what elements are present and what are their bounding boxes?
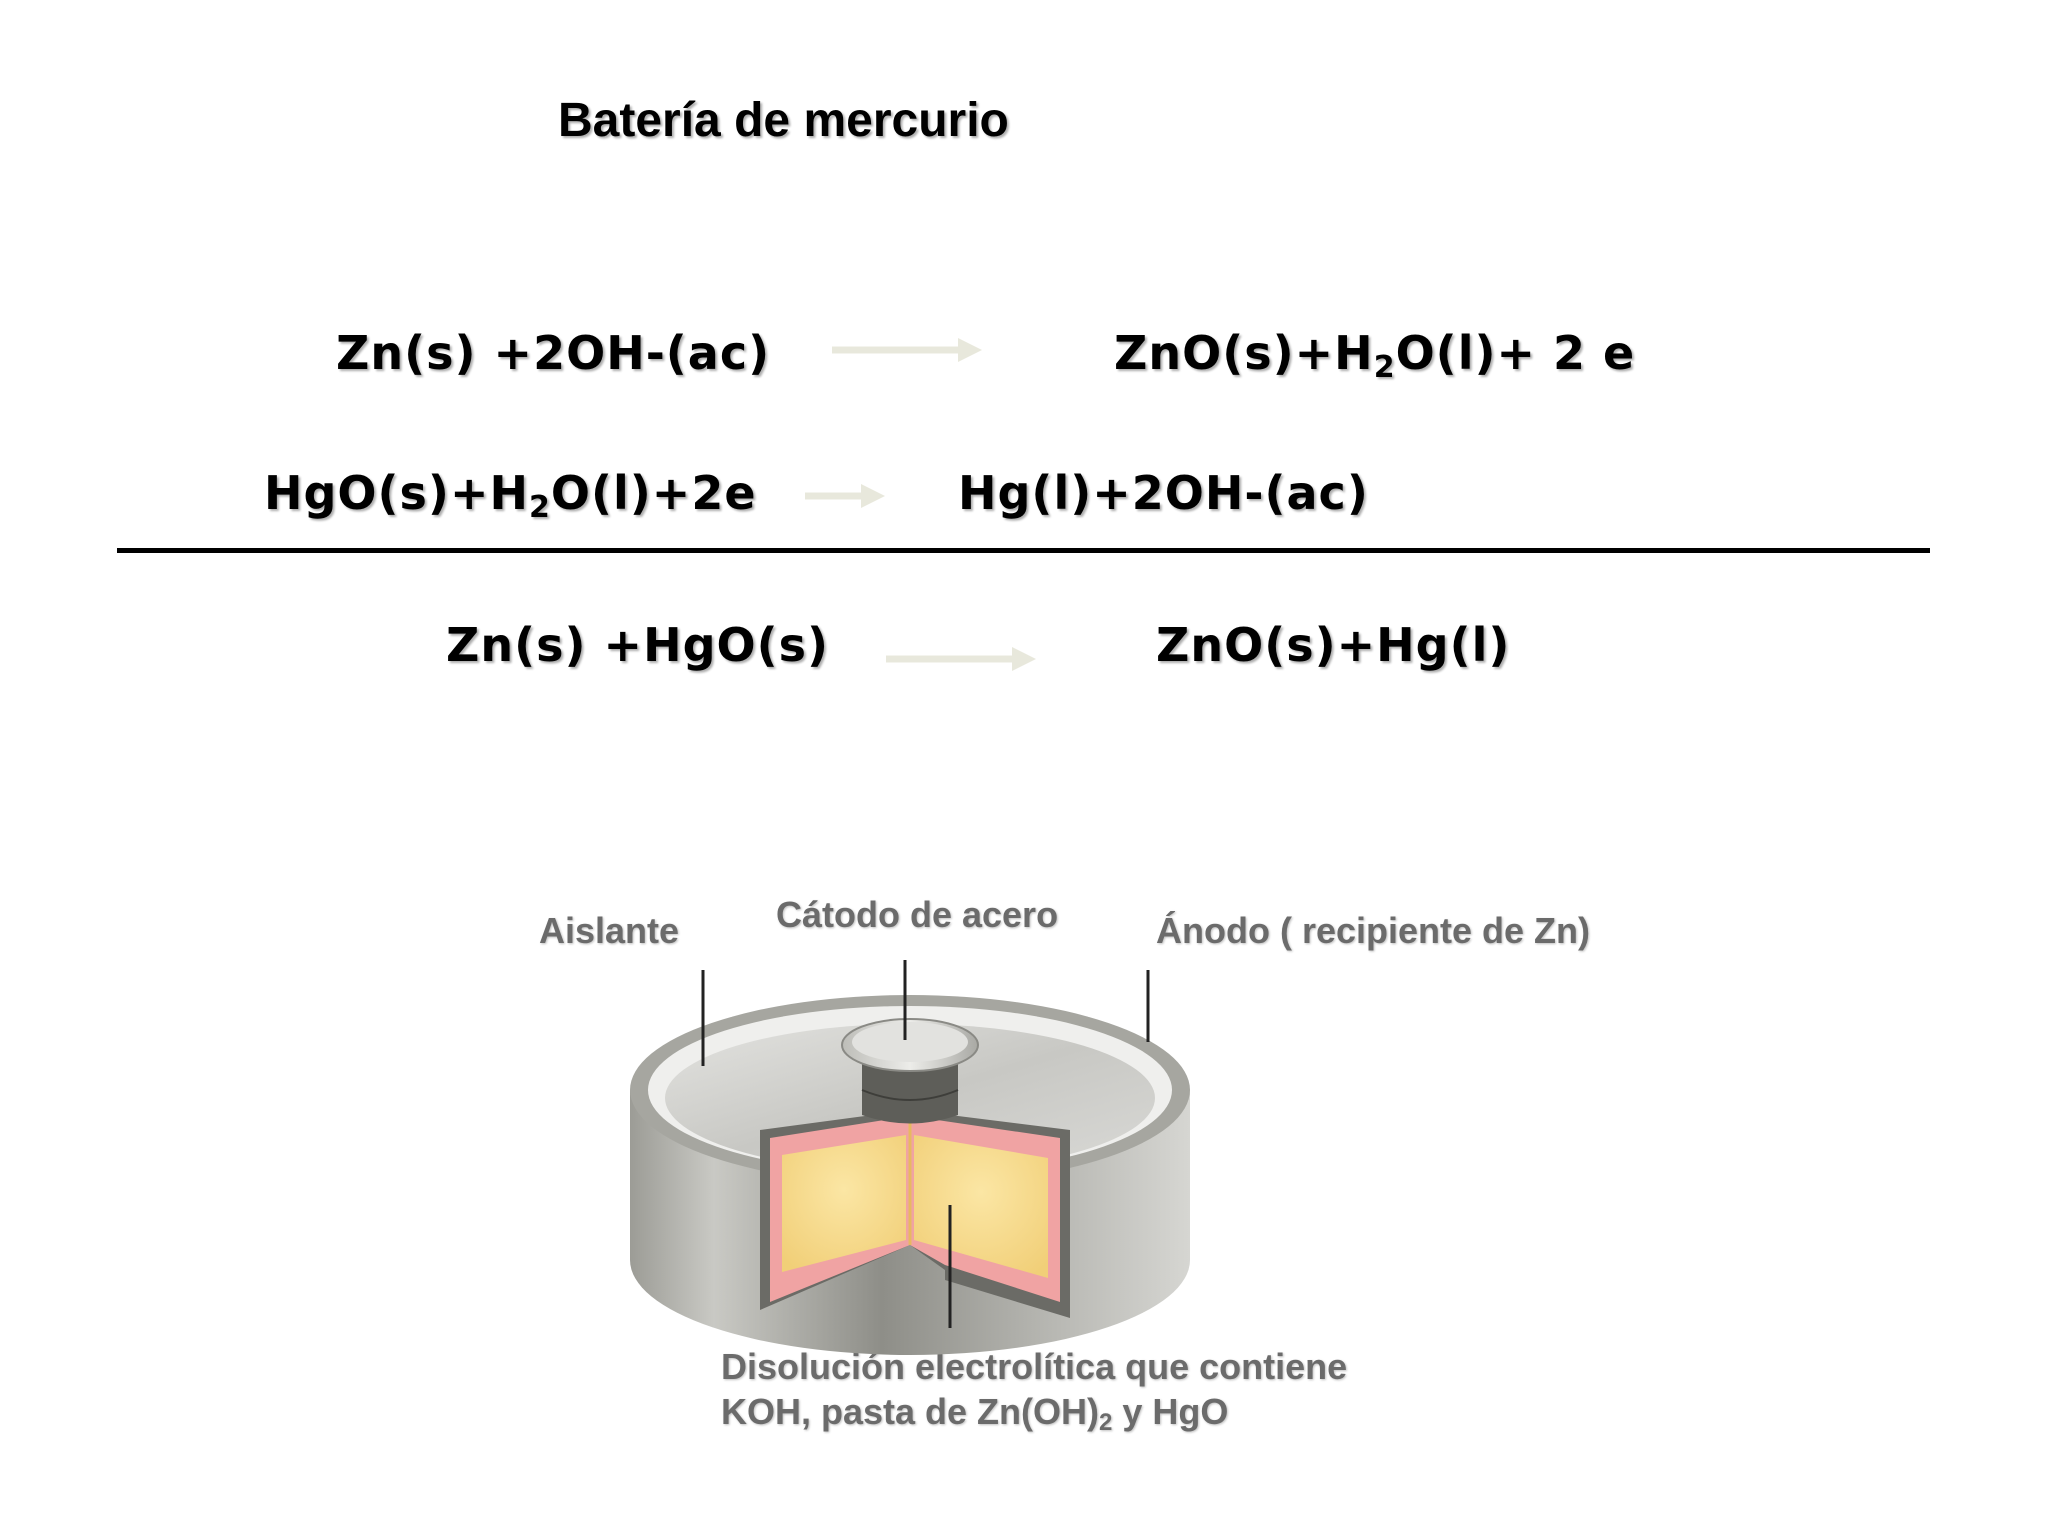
cathode-label: Cátodo de acero <box>776 894 1059 935</box>
paste-left <box>782 1135 906 1272</box>
cathode-reaction-arrow <box>805 484 885 508</box>
cathode-reaction-products: Hg(l)+2OH-(ac) <box>958 466 1369 520</box>
anode-label: Ánodo ( recipiente de Zn) <box>1156 910 1591 951</box>
mercury-battery-cutaway-illustration <box>630 960 1190 1355</box>
overall-reaction-products: ZnO(s)+Hg(l) <box>1156 618 1511 672</box>
paste-right <box>914 1135 1048 1278</box>
anode-reaction-products: ZnO(s)+H2O(l)+ 2 e <box>1114 326 1636 385</box>
cathode-stem <box>862 1058 958 1124</box>
slide-title: Batería de mercurio <box>558 94 1009 147</box>
overall-reaction-arrow <box>886 647 1036 671</box>
reaction-sum-line <box>117 548 1930 553</box>
electrolyte-label-line1: Disolución electrolítica que contiene <box>721 1346 1348 1387</box>
cathode-reaction-reactants: HgO(s)+H2O(l)+2e <box>264 466 757 525</box>
insulator-label: Aislante <box>539 910 680 951</box>
overall-reaction-reactants: Zn(s) +HgO(s) <box>446 618 830 672</box>
anode-reaction-reactants: Zn(s) +2OH-(ac) <box>336 326 771 380</box>
electrolyte-label-line2: KOH, pasta de Zn(OH)2 y HgO <box>721 1391 1229 1436</box>
anode-reaction-arrow <box>832 338 982 362</box>
